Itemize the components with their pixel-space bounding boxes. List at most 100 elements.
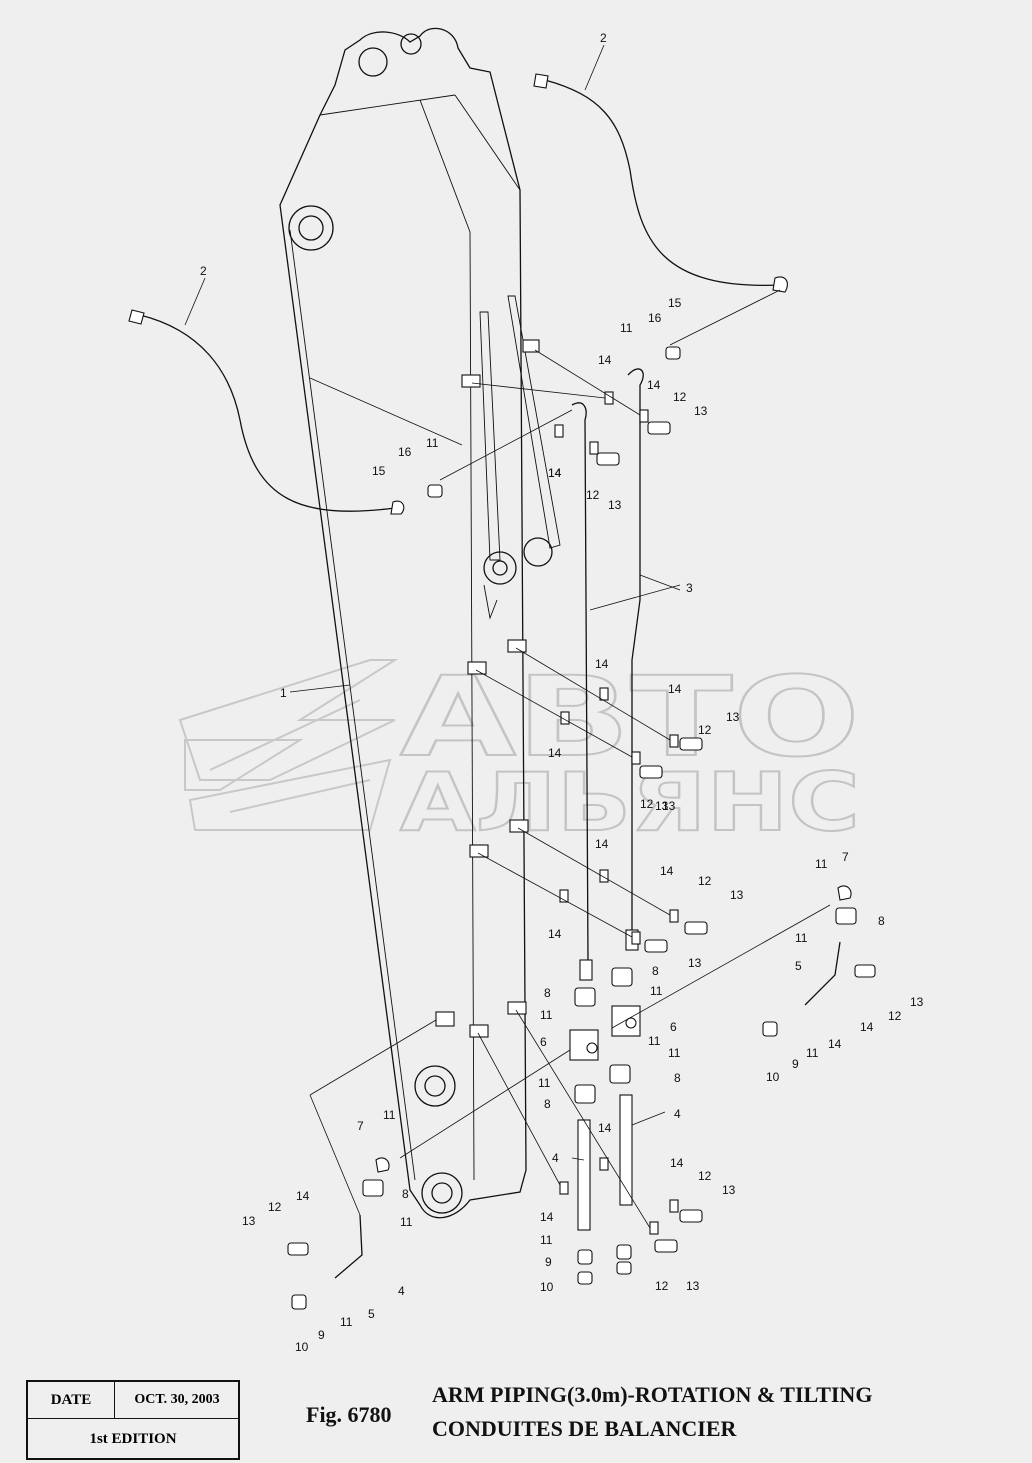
callout-12: 12 [698, 874, 712, 888]
callout-13: 13 [910, 995, 924, 1009]
callout-6: 6 [540, 1035, 547, 1049]
callout-5: 5 [795, 959, 802, 973]
callout-9: 9 [792, 1057, 799, 1071]
callouts: 1 2 2 3 4 4 4 5 5 6 6 7 7 8 8 8 8 8 8 9 … [200, 31, 924, 1354]
valve-block-6 [569, 1005, 641, 1061]
callout-11: 11 [668, 1046, 681, 1060]
callout-11: 11 [426, 436, 439, 450]
callout-4: 4 [674, 1107, 681, 1121]
callout-10: 10 [295, 1340, 309, 1354]
callout-11: 11 [648, 1034, 661, 1048]
callout-8: 8 [544, 1097, 551, 1111]
arm-body [279, 27, 561, 1219]
callout-14: 14 [647, 378, 661, 392]
callout-11: 11 [383, 1108, 396, 1122]
hose-2-left [128, 309, 405, 515]
callout-15: 15 [668, 296, 682, 310]
callout-14: 14 [668, 682, 682, 696]
callout-13: 13 [655, 799, 669, 813]
callout-7: 7 [357, 1119, 364, 1133]
hose-2-upper [533, 73, 788, 293]
callout-5: 5 [368, 1307, 375, 1321]
callout-11: 11 [620, 321, 633, 335]
callout-8: 8 [674, 1071, 681, 1085]
callout-12: 12 [655, 1279, 669, 1293]
callout-14: 14 [548, 466, 562, 480]
callout-11: 11 [538, 1076, 551, 1090]
callout-12: 12 [268, 1200, 282, 1214]
callout-14: 14 [595, 837, 609, 851]
callout-14: 14 [548, 927, 562, 941]
callout-16: 16 [398, 445, 412, 459]
title-block: DATE OCT. 30, 2003 1st EDITION [26, 1380, 240, 1460]
callout-11: 11 [540, 1233, 553, 1247]
callout-3: 3 [686, 581, 693, 595]
callout-14: 14 [670, 1156, 684, 1170]
callout-14: 14 [548, 466, 562, 480]
callout-4: 4 [552, 1151, 559, 1165]
callout-14: 14 [595, 657, 609, 671]
callout-7: 7 [842, 850, 849, 864]
callout-6: 6 [670, 1020, 677, 1034]
figure-title-fr: CONDUITES DE BALANCIER [432, 1416, 737, 1441]
pipe-4 [577, 1094, 633, 1231]
figure-number: Fig. 6780 [306, 1402, 392, 1427]
callout-8: 8 [652, 964, 659, 978]
callout-10: 10 [766, 1070, 780, 1084]
callout-13: 13 [686, 1279, 700, 1293]
pipe-3 [571, 368, 644, 981]
callout-12: 12 [586, 488, 600, 502]
callout-4: 4 [398, 1284, 405, 1298]
callout-13: 13 [730, 888, 744, 902]
callout-14: 14 [296, 1189, 310, 1203]
callout-9: 9 [318, 1328, 325, 1342]
figure-title-en: ARM PIPING(3.0m)-ROTATION & TILTING [432, 1382, 873, 1407]
callout-11: 11 [540, 1008, 553, 1022]
callout-14: 14 [860, 1020, 874, 1034]
callout-9: 9 [545, 1255, 552, 1269]
callout-12: 12 [698, 1169, 712, 1183]
clamps [554, 391, 679, 1235]
callout-11: 11 [340, 1315, 353, 1329]
callout-11: 11 [650, 984, 663, 998]
edition-label: 1st EDITION [89, 1431, 177, 1447]
watermark-line2: АЛЬЯНС [400, 756, 860, 849]
callout-14: 14 [540, 1210, 554, 1224]
callout-13: 13 [726, 710, 740, 724]
callout-14: 14 [660, 864, 674, 878]
callout-11: 11 [806, 1046, 819, 1060]
callout-2: 2 [200, 264, 207, 278]
callout-13: 13 [242, 1214, 256, 1228]
callout-11: 11 [815, 857, 828, 871]
callout-12: 12 [888, 1009, 902, 1023]
callout-1: 1 [280, 686, 287, 700]
watermark-logo-icon [178, 659, 399, 831]
callout-2: 2 [600, 31, 607, 45]
callout-13: 13 [662, 799, 676, 813]
callout-13: 13 [608, 498, 622, 512]
fittings [291, 346, 857, 1310]
callout-12: 12 [640, 797, 654, 811]
callout-15: 15 [372, 464, 386, 478]
callout-8: 8 [878, 914, 885, 928]
callout-8: 8 [402, 1187, 409, 1201]
arm-clips [435, 339, 540, 1038]
callout-13: 13 [688, 956, 702, 970]
callout-13: 13 [722, 1183, 736, 1197]
pipe-5 [334, 941, 841, 1279]
leader-lines [184, 44, 831, 1229]
callout-16: 16 [648, 311, 662, 325]
callout-10: 10 [540, 1280, 554, 1294]
callout-14: 14 [598, 1121, 612, 1135]
callout-13: 13 [694, 404, 708, 418]
brackets [287, 421, 876, 1256]
callout-12: 12 [673, 390, 687, 404]
title-block-date-row: DATE OCT. 30, 2003 [28, 1382, 238, 1419]
callout-14: 14 [828, 1037, 842, 1051]
callout-11: 11 [400, 1215, 413, 1229]
callout-8: 8 [544, 986, 551, 1000]
callout-14: 14 [548, 746, 562, 760]
callout-11: 11 [795, 931, 808, 945]
date-value: OCT. 30, 2003 [134, 1392, 220, 1407]
